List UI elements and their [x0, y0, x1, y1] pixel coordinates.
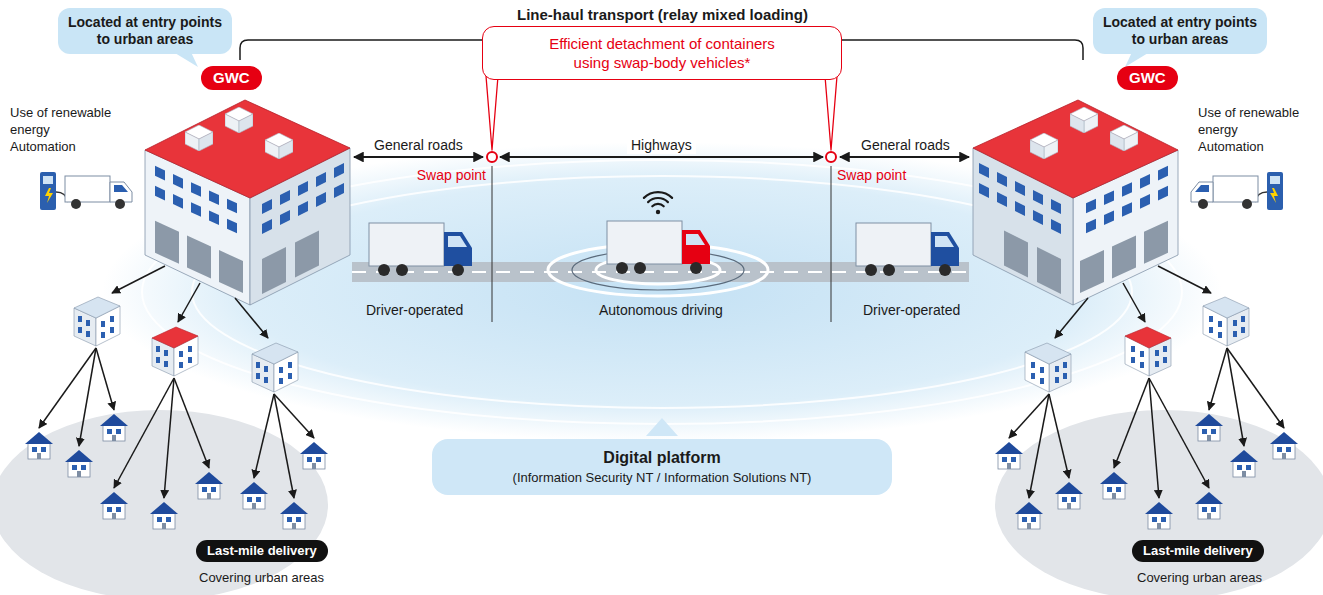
general-roads-arrow: [354, 156, 483, 158]
driving-mode-label: Driver-operated: [366, 302, 463, 319]
area-note: Covering urban areas: [199, 569, 324, 586]
connector-arrow: [500, 156, 823, 158]
general-roads-arrow: [840, 156, 969, 158]
node-text: Digital platform: [444, 447, 880, 469]
node-text: Last-mile delivery: [1143, 543, 1253, 559]
node-text: Located at entry points to urban areas: [64, 14, 226, 48]
feature-note: Use of renewable energy: [1198, 104, 1308, 138]
feature-note: Automation: [10, 138, 118, 155]
platform-bubble: Digital platform(Information Security NT…: [432, 439, 892, 495]
node-text: GWC: [213, 69, 250, 87]
location-bubble: Located at entry points to urban areas: [1093, 8, 1267, 54]
swap-point: Swap point: [825, 151, 837, 163]
left-urban-area: [0, 100, 350, 595]
right-urban-area: [973, 100, 1323, 595]
node-text: (Information Security NT / Information S…: [444, 469, 880, 487]
callout-pointer: [486, 76, 498, 150]
wireless-dot: [656, 210, 660, 214]
swap-callout: Efficient detachment of containers using…: [482, 26, 842, 80]
gwc-badge: GWC: [201, 66, 262, 90]
last-mile-badge: Last-mile delivery: [1132, 540, 1264, 562]
node-text: Efficient detachment of containers using…: [538, 34, 786, 72]
swap-divider: [831, 166, 832, 322]
driving-mode-label: Autonomous driving: [599, 302, 723, 319]
feature-note: Use of renewable energy: [10, 104, 118, 138]
diagram-title: Line-haul transport (relay mixed loading…: [511, 5, 814, 24]
driver-truck: [369, 223, 472, 276]
swap-point: Swap point: [486, 151, 498, 163]
feature-note: Automation: [1198, 138, 1308, 155]
gwc-badge: GWC: [1117, 66, 1178, 90]
node-text: Swap point: [417, 167, 486, 184]
last-mile-badge: Last-mile delivery: [196, 540, 328, 562]
autonomous-truck: [607, 221, 710, 274]
wireless-symbol: [644, 192, 672, 206]
node-text: Located at entry points to urban areas: [1099, 14, 1261, 48]
node-text: GWC: [1129, 69, 1166, 87]
swap-divider: [492, 166, 493, 322]
road-type-label: General roads: [861, 137, 950, 154]
road-type-label: General roads: [374, 137, 463, 154]
driving-mode-label: Driver-operated: [863, 302, 960, 319]
bubble-tail: [646, 418, 678, 436]
area-note: Covering urban areas: [1137, 569, 1262, 586]
edge-label: Highways: [627, 137, 696, 154]
driver-truck: [856, 223, 959, 276]
callout-pointer: [825, 76, 837, 150]
node-text: Swap point: [837, 167, 906, 184]
location-bubble: Located at entry points to urban areas: [58, 8, 232, 54]
node-text: Last-mile delivery: [207, 543, 317, 559]
